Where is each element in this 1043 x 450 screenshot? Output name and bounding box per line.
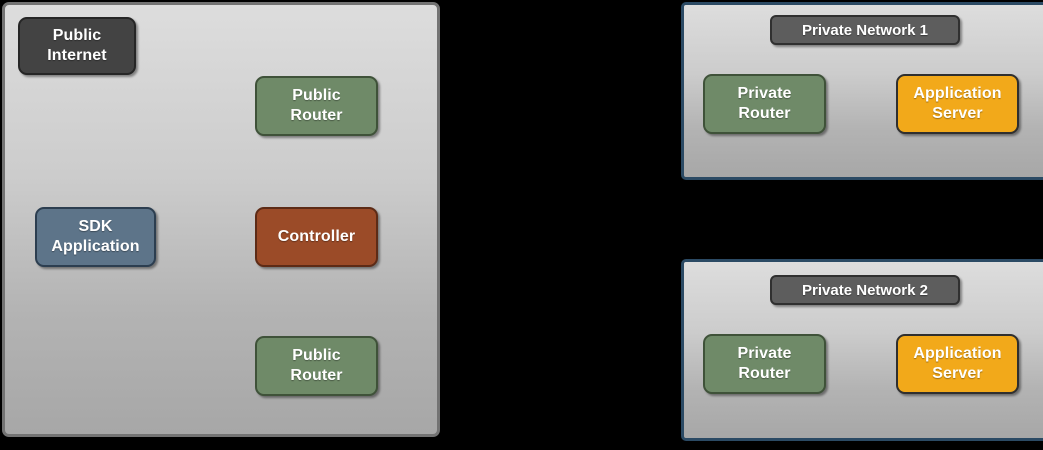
- private-network-2-panel[interactable]: Private Network 2 Private Router Applica…: [681, 259, 1043, 441]
- node-label-sdk-application: SDK Application: [51, 218, 140, 255]
- private-network-1-panel[interactable]: Private Network 1 Private Router Applica…: [681, 2, 1043, 180]
- node-application-server-2[interactable]: Application Server: [896, 334, 1019, 394]
- node-label-public-router-bottom: Public Router: [290, 347, 343, 384]
- public-network-panel[interactable]: Public Internet Public Router SDK Applic…: [2, 2, 440, 437]
- node-controller[interactable]: Controller: [255, 207, 378, 267]
- node-sdk-application[interactable]: SDK Application: [35, 207, 156, 267]
- node-label-application-server-1: Application Server: [913, 85, 1002, 122]
- private-network-1-badge: Private Network 1: [770, 15, 960, 45]
- private-network-2-badge: Private Network 2: [770, 275, 960, 305]
- node-private-router-1[interactable]: Private Router: [703, 74, 826, 134]
- private-network-1-badge-label: Private Network 1: [802, 21, 928, 39]
- node-label-private-router-1: Private Router: [737, 85, 792, 122]
- node-label-controller: Controller: [277, 228, 356, 246]
- node-label-application-server-2: Application Server: [913, 345, 1002, 382]
- node-label-public-router-top: Public Router: [290, 87, 343, 124]
- private-network-2-badge-label: Private Network 2: [802, 281, 928, 299]
- node-public-internet[interactable]: Public Internet: [18, 17, 136, 75]
- node-label-public-internet: Public Internet: [47, 27, 107, 64]
- node-label-private-router-2: Private Router: [737, 345, 792, 382]
- node-application-server-1[interactable]: Application Server: [896, 74, 1019, 134]
- node-public-router-top[interactable]: Public Router: [255, 76, 378, 136]
- node-public-router-bottom[interactable]: Public Router: [255, 336, 378, 396]
- node-private-router-2[interactable]: Private Router: [703, 334, 826, 394]
